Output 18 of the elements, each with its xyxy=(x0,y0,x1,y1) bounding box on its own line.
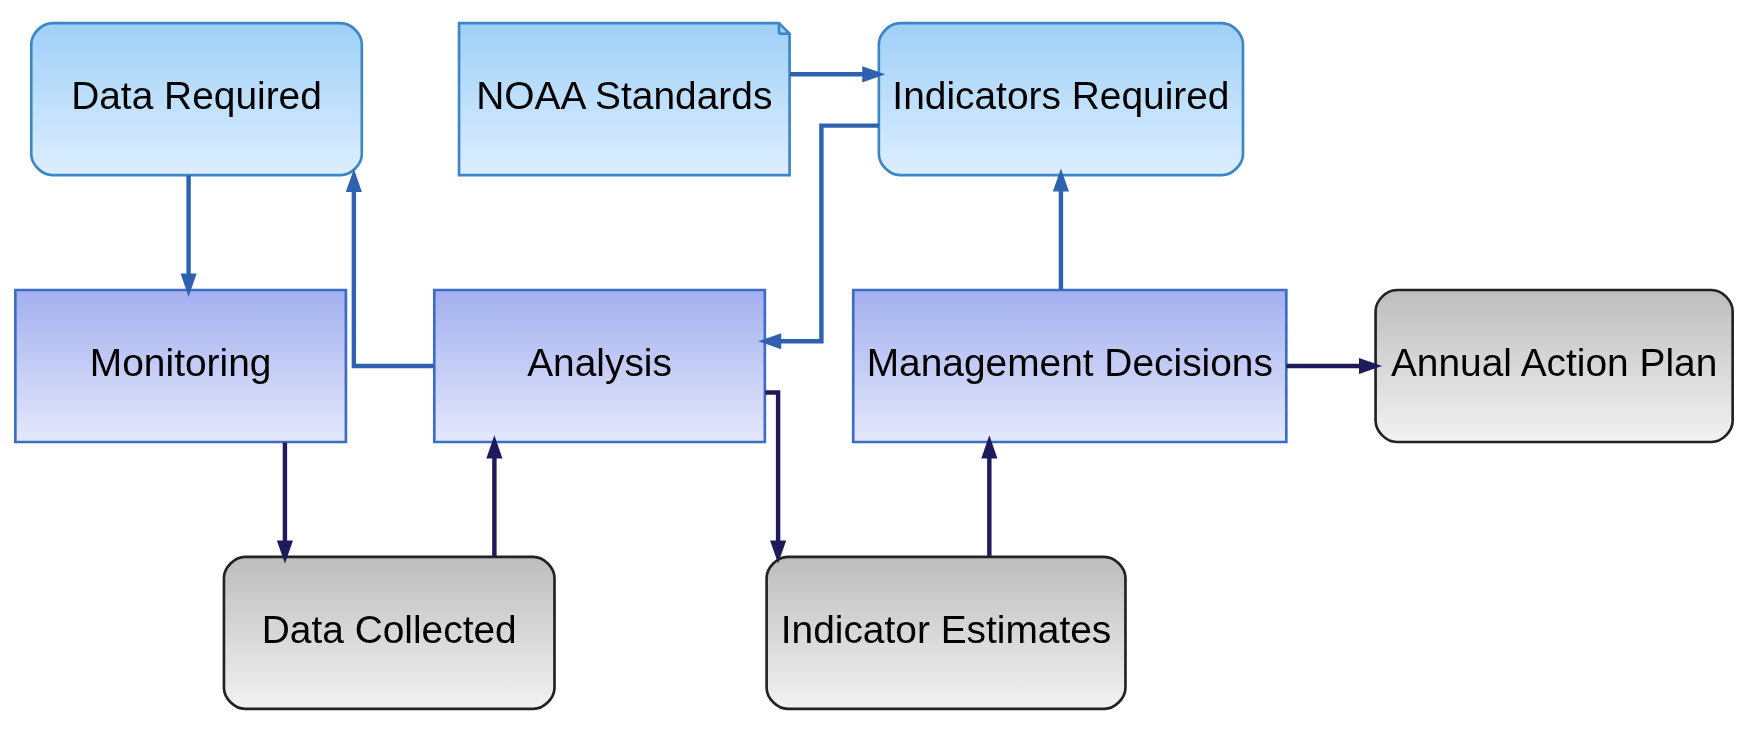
node-box: Data Collected xyxy=(222,555,556,710)
arrow xyxy=(758,122,879,349)
node-box: Indicators Required xyxy=(877,21,1245,176)
node-box: Monitoring xyxy=(14,288,348,443)
arrow xyxy=(486,434,503,556)
arrow xyxy=(180,175,197,297)
arrow xyxy=(1286,357,1383,374)
node-box: Analysis xyxy=(432,288,767,443)
arrow xyxy=(981,434,998,556)
node-box: Data Required xyxy=(29,21,364,176)
arrow xyxy=(765,389,787,564)
node-box: Management Decisions xyxy=(851,288,1288,443)
arrow xyxy=(345,168,434,368)
arrow xyxy=(790,65,886,82)
arrow xyxy=(1052,167,1069,289)
node-box: Annual Action Plan xyxy=(1374,288,1734,443)
arrow xyxy=(276,442,293,564)
node-box: Indicator Estimates xyxy=(765,555,1127,710)
